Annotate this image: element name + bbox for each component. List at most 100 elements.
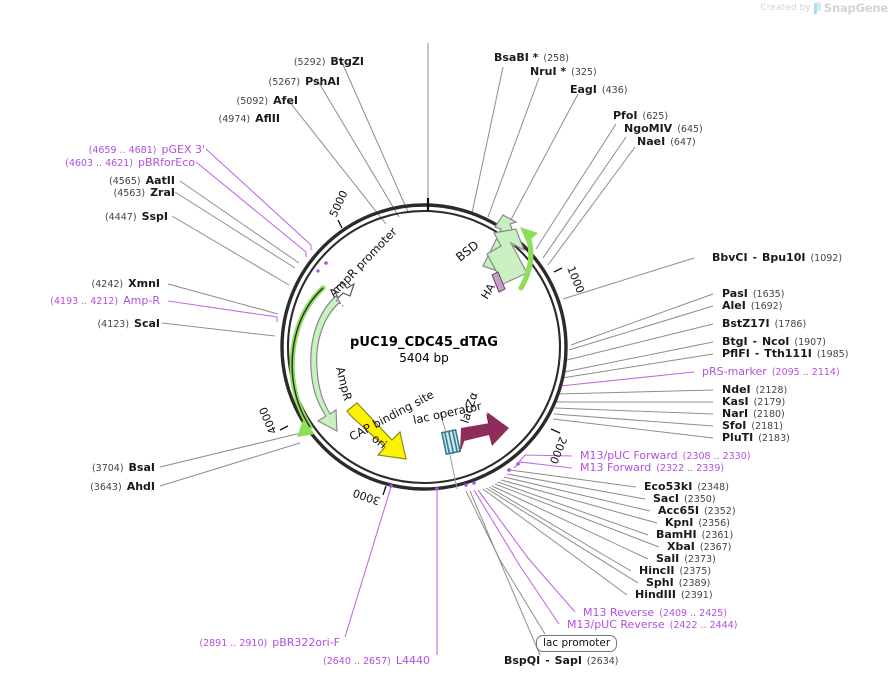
svg-text:4000: 4000	[257, 405, 280, 436]
site-label-bstz17i[interactable]: BstZ17I(1786)	[722, 318, 806, 330]
feature-name: pGEX 3'	[161, 143, 205, 156]
site-label-saci[interactable]: SacI(2350)	[653, 493, 716, 505]
feature-label-m13-puc-forward[interactable]: M13/pUC Forward (2308 .. 2330)	[580, 450, 751, 462]
site-name: AflII	[255, 112, 280, 125]
site-label-sfoi[interactable]: SfoI (2181)	[722, 420, 783, 432]
site-label-eagi[interactable]: EagI(436)	[570, 84, 627, 96]
site-name: SalI	[656, 552, 680, 565]
site-name: BspQI	[504, 654, 541, 667]
feature-ampr-expression-arc	[289, 285, 326, 437]
site-label-bsabi[interactable]: BsaBI *(258)	[494, 52, 569, 64]
feature-label-lac-promoter[interactable]: lac promoter	[536, 635, 618, 652]
site-position: (2375)	[679, 566, 712, 577]
site-label-btgzi[interactable]: (5292)BtgZI	[234, 56, 364, 68]
site-label-alei[interactable]: AleI(1692)	[722, 300, 782, 312]
feature-label-m13-forward[interactable]: M13 Forward(2322 .. 2339)	[580, 462, 724, 474]
feature-name: Amp-R	[123, 294, 160, 307]
site-label-ahdi[interactable]: (3643)AhdI	[35, 481, 155, 493]
site-label-bsai[interactable]: (3704)BsaI	[35, 462, 155, 474]
site-name: KpnI	[665, 516, 694, 529]
site-position: (2348)	[697, 482, 729, 493]
site-position: (2634)	[586, 656, 619, 667]
site-label-naei[interactable]: NaeI(647)	[637, 136, 696, 148]
feature-position: (4603 .. 4621)	[65, 158, 133, 169]
site-label-kpni[interactable]: KpnI(2356)	[665, 517, 730, 529]
site-name: NruI *	[530, 65, 567, 78]
feature-position: (2308 .. 2330)	[682, 451, 751, 462]
feature-label-amp-r[interactable]: (4193 .. 4212)Amp-R	[0, 295, 160, 307]
site-name: KasI	[722, 395, 749, 408]
site-label-hincii[interactable]: HincII(2375)	[639, 565, 711, 577]
site-name: PflFI	[722, 347, 750, 360]
site-label-pfoi[interactable]: PfoI(625)	[613, 110, 668, 122]
feature-position: (2422 .. 2444)	[669, 620, 738, 631]
site-label-xmni[interactable]: (4242)XmnI	[40, 278, 160, 290]
feature-position: (2409 .. 2425)	[659, 608, 728, 619]
feature-ha-tag	[491, 271, 506, 293]
site-label-bbvci-bpu10i[interactable]: BbvCI-Bpu10I(1092)	[712, 251, 843, 264]
site-label-sali[interactable]: SalI(2373)	[656, 553, 716, 565]
site-label-pflfi-tth111i[interactable]: PflFI-Tth111I(1985)	[722, 347, 849, 360]
site-label-bspqi-sapi[interactable]: BspQI-SapI(2634)	[504, 654, 619, 667]
site-label-xbai[interactable]: XbaI(2367)	[667, 541, 731, 553]
site-position: (2128)	[755, 385, 788, 396]
site-label-btgi-ncoi[interactable]: BtgI-NcoI(1907)	[722, 335, 826, 348]
site-position: (325)	[571, 67, 597, 78]
site-name: ScaI	[134, 317, 160, 330]
site-name: Acc65I	[658, 504, 699, 517]
site-label-pluti[interactable]: PluTI(2183)	[722, 432, 790, 444]
site-label-zrai[interactable]: (4563)ZraI	[55, 187, 175, 199]
site-label-nari[interactable]: NarI(2180)	[722, 408, 785, 420]
feature-position: (2322 .. 2339)	[656, 463, 725, 474]
leader-lines-top	[287, 43, 636, 266]
site-name-alt: NcoI	[761, 335, 790, 348]
site-label-sspi[interactable]: (4447)SspI	[48, 211, 168, 223]
feature-label-prs-marker[interactable]: pRS-marker(2095 .. 2114)	[702, 366, 840, 378]
site-label-hindiii[interactable]: HindIII(2391)	[635, 589, 713, 601]
site-position: (1985)	[816, 349, 849, 360]
site-label-ndei[interactable]: NdeI(2128)	[722, 384, 787, 396]
feature-label-m13-reverse[interactable]: M13 Reverse(2409 .. 2425)	[583, 607, 727, 619]
site-label-aflii[interactable]: (4974)AflII	[150, 113, 280, 125]
site-name: Eco53kI	[644, 480, 693, 493]
site-position: (2181)	[751, 421, 783, 432]
site-name: AleI	[722, 299, 746, 312]
site-label-pshai[interactable]: (5267)PshAI	[200, 76, 340, 88]
site-label-eco53ki[interactable]: Eco53kI (2348)	[644, 481, 729, 493]
site-name-alt: Bpu10I	[761, 251, 806, 264]
site-label-aatii[interactable]: (4565) AatII	[55, 175, 175, 187]
site-position: (2361)	[701, 530, 734, 541]
site-label-scai[interactable]: (4123)ScaI	[40, 318, 160, 330]
site-position: (1907)	[794, 337, 826, 348]
site-label-acc65i[interactable]: Acc65I(2352)	[658, 505, 736, 517]
site-name: EagI	[570, 83, 597, 96]
feature-label-pbrforeco[interactable]: (4603 .. 4621)pBRforEco	[0, 157, 195, 169]
site-position: (5092)	[236, 96, 269, 107]
site-label-pasi[interactable]: PasI(1635)	[722, 288, 784, 300]
site-position: (1786)	[774, 319, 807, 330]
feature-label-l4440[interactable]: (2640 .. 2657)L4440	[235, 655, 430, 667]
feature-lacz-alpha	[460, 412, 509, 452]
site-label-kasi[interactable]: KasI(2179)	[722, 396, 785, 408]
site-label-ngomiv[interactable]: NgoMIV(645)	[624, 123, 703, 135]
feature-name: M13/pUC Forward	[580, 449, 678, 462]
site-label-bamhi[interactable]: BamHI(2361)	[656, 529, 733, 541]
site-name: ZraI	[150, 186, 175, 199]
site-name: PluTI	[722, 431, 754, 444]
site-name: AatII	[145, 174, 175, 187]
site-position: (1635)	[752, 289, 785, 300]
site-name: SfoI	[722, 419, 747, 432]
site-label-sphi[interactable]: SphI(2389)	[646, 577, 710, 589]
feature-label-pbr322ori-f[interactable]: (2891 .. 2910)pBR322ori-F	[140, 637, 340, 649]
feature-name: M13/pUC Reverse	[567, 618, 665, 631]
site-position: (4565)	[109, 176, 141, 187]
site-name: XmnI	[128, 277, 160, 290]
site-label-nrui[interactable]: NruI * (325)	[530, 66, 597, 78]
feature-label-m13-puc-reverse[interactable]: M13/pUC Reverse (2422 .. 2444)	[567, 619, 737, 631]
site-label-afei[interactable]: (5092)AfeI	[168, 95, 298, 107]
feature-label-pgex3[interactable]: (4659 .. 4681)pGEX 3'	[10, 144, 205, 156]
site-name: PshAI	[305, 75, 340, 88]
site-name-alt: SapI	[554, 654, 582, 667]
leader-lines-right	[465, 257, 714, 656]
feature-bsd-arrow	[486, 228, 528, 285]
